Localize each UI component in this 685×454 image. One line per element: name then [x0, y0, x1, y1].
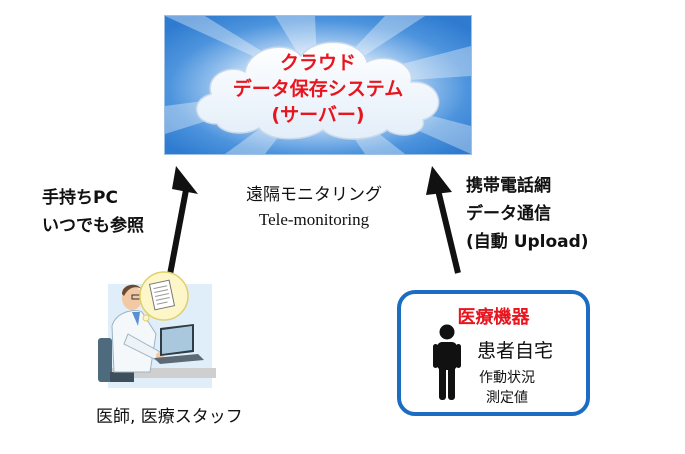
cloud-icon: [165, 16, 471, 154]
cloud-storage-panel: クラウド データ保存システム (サーバー): [164, 15, 472, 155]
doctor-caption: 医師, 医療スタッフ: [96, 407, 243, 427]
right-up-arrow-icon: [426, 166, 461, 274]
person-icon: [433, 324, 461, 400]
remote-monitoring-label: 遠隔モニタリング: [246, 185, 382, 205]
mobile-network-line2: データ通信: [466, 204, 551, 224]
handheld-pc-label: 手持ちPC いつでも参照: [42, 184, 144, 240]
mobile-network-line3: (自動 Upload): [466, 232, 589, 252]
tele-monitoring-label: Tele-monitoring: [258, 210, 370, 229]
device-data-label: 作動状況 測定値: [479, 368, 535, 408]
cloud-label: クラウド データ保存システム (サーバー): [165, 50, 471, 128]
mobile-network-label: 携帯電話網 データ通信 (自動 Upload): [466, 172, 589, 256]
handheld-pc-line1: 手持ちPC: [42, 188, 118, 208]
medical-device-box: 医療機器 患者自宅 作動状況 測定値: [397, 290, 590, 416]
left-up-arrow-icon: [165, 166, 198, 286]
cloud-title-line1: クラウド: [279, 52, 356, 74]
measurement-value-label: 測定値: [486, 390, 528, 406]
patient-home-label: 患者自宅: [477, 340, 554, 362]
cloud-title-line3: (サーバー): [271, 104, 365, 126]
operation-status-label: 作動状況: [479, 370, 535, 386]
doctor-at-computer-icon: [98, 271, 216, 388]
medical-device-title: 医療機器: [457, 307, 530, 328]
handheld-pc-line2: いつでも参照: [42, 216, 144, 236]
cloud-title-line2: データ保存システム: [232, 78, 404, 100]
mobile-network-line1: 携帯電話網: [466, 176, 551, 196]
